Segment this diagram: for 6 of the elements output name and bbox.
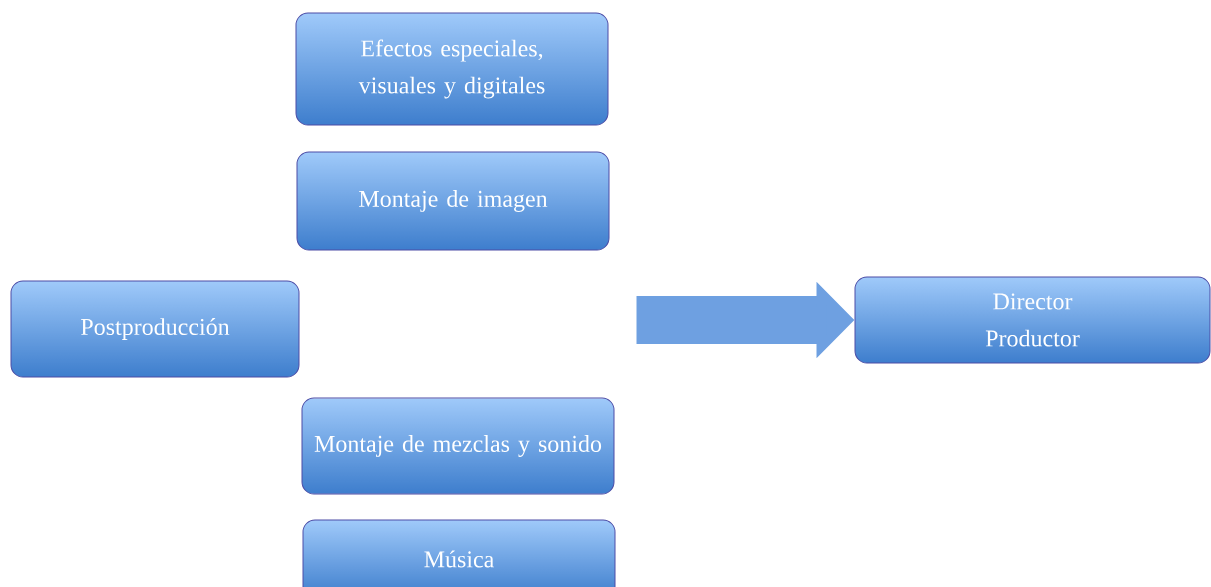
rounded-box: Música bbox=[302, 519, 616, 587]
rounded-box: Director Productor bbox=[854, 276, 1211, 364]
rounded-box: Postproducción bbox=[10, 280, 300, 378]
rounded-box: Montaje de imagen bbox=[296, 151, 610, 251]
rounded-box: Efectos especiales, visuales y digitales bbox=[295, 12, 609, 126]
rounded-box: Montaje de mezclas y sonido bbox=[301, 397, 615, 495]
